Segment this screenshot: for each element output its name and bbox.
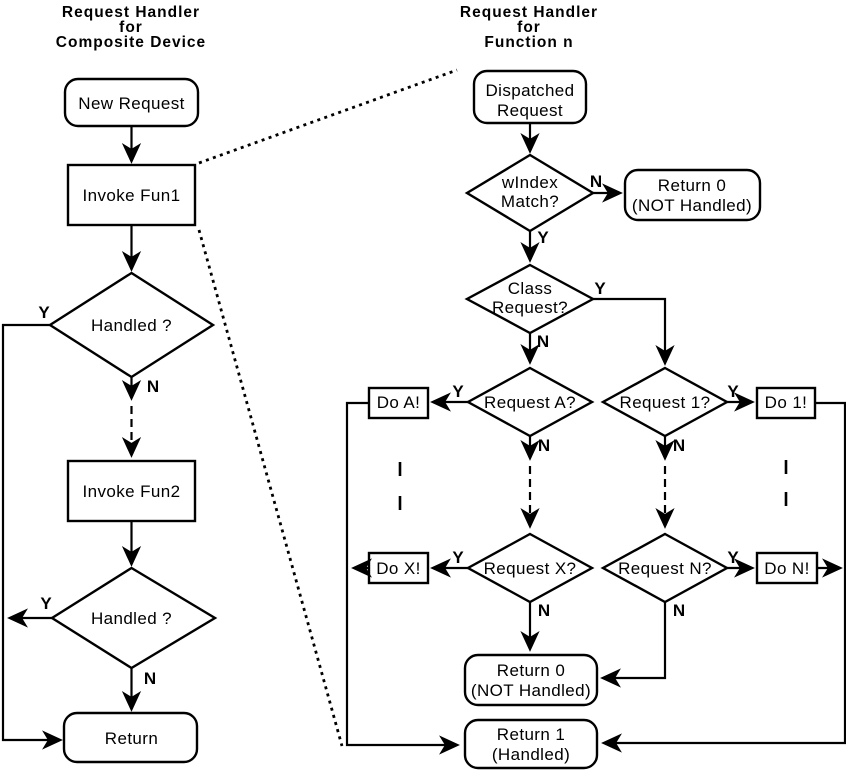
decision-windex-line1: wIndex — [501, 173, 558, 192]
node-return0-bottom-line1: Return 0 — [497, 661, 565, 680]
node-return0-top-line2: (NOT Handled) — [632, 196, 752, 215]
label-handled-2-no: N — [144, 669, 156, 688]
label-handled-2-yes: Y — [40, 594, 52, 613]
label-handled-1-yes: Y — [38, 303, 50, 322]
node-return0-top — [623, 168, 762, 222]
node-dispatched-request-line2: Request — [497, 101, 563, 120]
node-return — [62, 711, 199, 764]
function-n-handler-diagram: Request Handler for Function n Dispatche… — [345, 4, 846, 770]
node-return-label: Return — [105, 729, 158, 748]
right-diagram-title: Request Handler for Function n — [460, 4, 598, 51]
decision-request-a-label: Request A? — [484, 393, 576, 412]
node-invoke-fun1-label: Invoke Fun1 — [83, 186, 181, 205]
label-request-a-no: N — [538, 436, 550, 455]
node-do-x-label: Do X! — [376, 559, 421, 578]
label-request-1-yes: Y — [727, 382, 739, 401]
decision-request-n-label: Request N? — [618, 559, 712, 578]
node-do-x — [367, 551, 430, 585]
decision-class-line2: Request? — [492, 298, 568, 317]
edge-request-n-no-to-return0-bottom — [600, 602, 667, 688]
right-title-line1: Request Handler — [460, 4, 598, 21]
label-class-yes: Y — [594, 279, 606, 298]
node-do-1 — [755, 386, 817, 420]
node-do-a — [367, 386, 430, 420]
right-title-line3: Function n — [484, 34, 573, 51]
left-title-line2: for — [119, 19, 143, 36]
node-return1-line2: (Handled) — [492, 745, 570, 764]
decision-handled-1-label: Handled ? — [91, 316, 172, 335]
edge-right-rail-to-return1 — [601, 401, 846, 753]
node-do-1-label: Do 1! — [765, 393, 808, 412]
node-new-request-label: New Request — [78, 94, 184, 113]
label-class-no: N — [537, 332, 549, 351]
left-diagram-title: Request Handler for Composite Device — [56, 4, 206, 51]
node-invoke-fun1 — [66, 163, 197, 227]
label-request-x-no: N — [538, 601, 550, 620]
node-return1-line1: Return 1 — [497, 725, 565, 744]
node-return1 — [463, 718, 599, 770]
decision-handled-2-label: Handled ? — [91, 609, 172, 628]
label-request-x-yes: Y — [452, 548, 464, 567]
label-windex-yes: Y — [537, 228, 549, 247]
left-title-line3: Composite Device — [56, 34, 206, 51]
edge-left-rail-to-return1 — [345, 401, 460, 755]
right-title-line2: for — [517, 19, 541, 36]
decision-class-line1: Class — [508, 279, 553, 298]
zoom-detail-connectors — [197, 68, 458, 747]
left-title-line1: Request Handler — [62, 4, 200, 21]
dotted-connector-top — [198, 68, 458, 165]
label-request-n-no: N — [673, 601, 685, 620]
composite-device-handler-diagram: Request Handler for Composite Device New… — [1, 4, 218, 764]
node-return0-bottom — [463, 653, 599, 707]
label-windex-no: N — [590, 172, 602, 191]
node-return0-bottom-line2: (NOT Handled) — [471, 681, 591, 700]
node-invoke-fun2-label: Invoke Fun2 — [83, 482, 181, 501]
node-do-n-label: Do N! — [764, 559, 809, 578]
dotted-connector-bottom — [197, 229, 344, 747]
node-invoke-fun2 — [66, 459, 197, 523]
node-do-a-label: Do A! — [377, 393, 421, 412]
label-request-1-no: N — [673, 436, 685, 455]
label-request-n-yes: Y — [727, 548, 739, 567]
decision-request-x-label: Request X? — [484, 559, 577, 578]
decision-request-1-label: Request 1? — [620, 393, 711, 412]
decision-windex-line2: Match? — [501, 192, 559, 211]
node-return0-top-line1: Return 0 — [658, 176, 726, 195]
edge-class-yes-to-request1 — [593, 297, 675, 366]
label-request-a-yes: Y — [452, 382, 464, 401]
edge-handled1-yes-rail-to-return — [1, 323, 63, 750]
label-handled-1-no: N — [147, 377, 159, 396]
node-dispatched-request-line1: Dispatched — [485, 81, 574, 100]
